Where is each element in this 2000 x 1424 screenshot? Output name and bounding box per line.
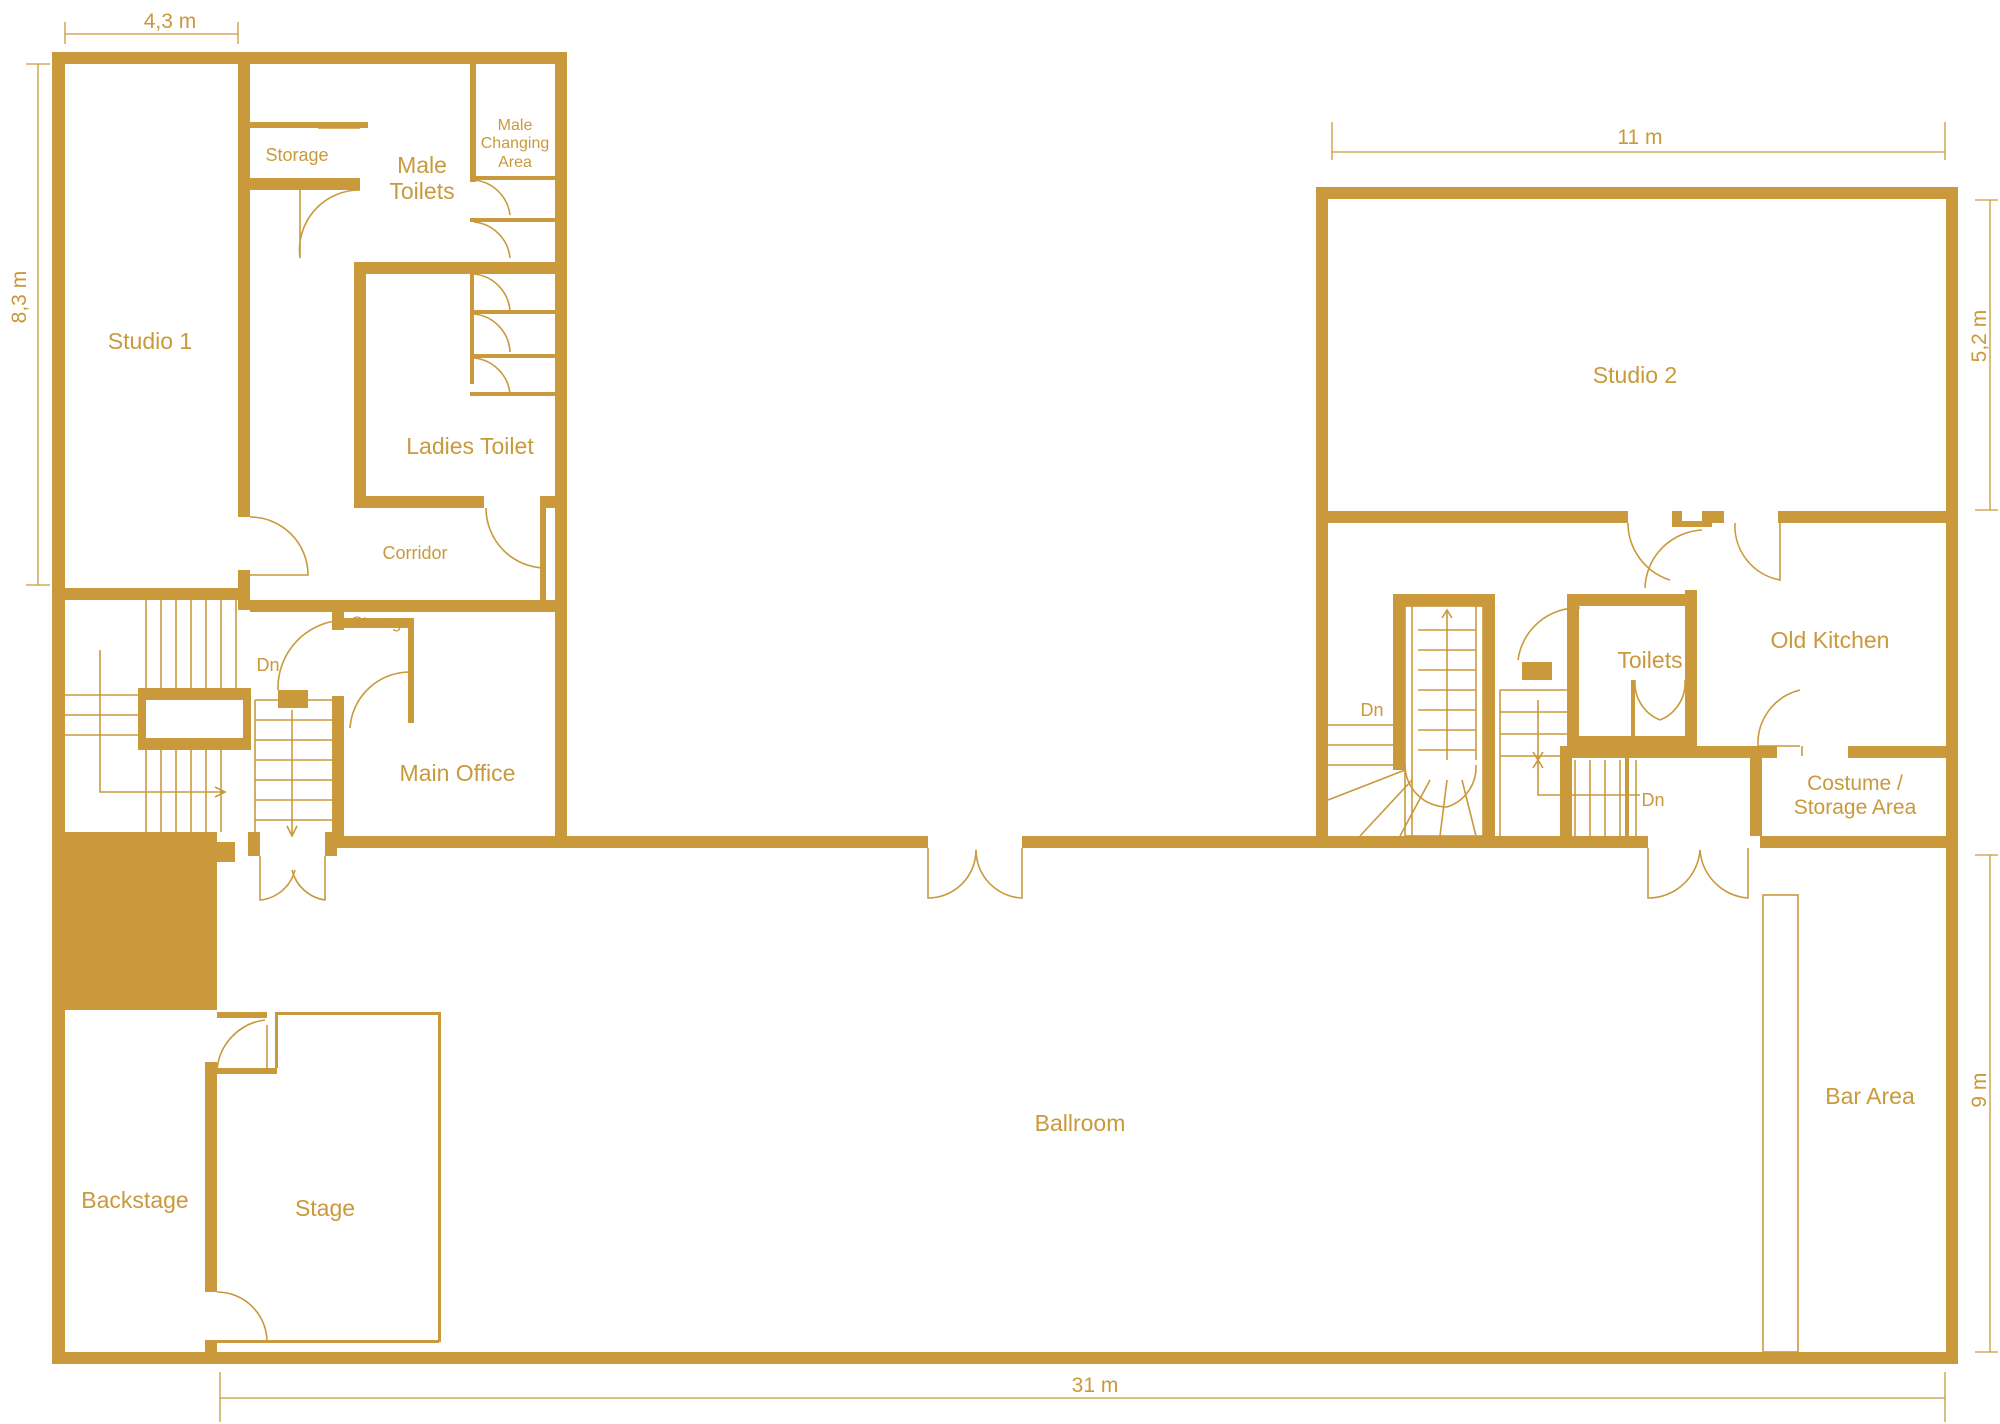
dimension-studio2-height: 5,2 m xyxy=(1967,309,1991,363)
room-storage-top: Storage xyxy=(265,145,329,165)
dimension-lines xyxy=(26,22,1998,1422)
stairs-left xyxy=(65,600,335,838)
room-male-toilets: Male Toilets xyxy=(389,152,455,205)
dimension-height-left: 8,3 m xyxy=(7,270,31,324)
room-costume-storage-area: Costume / Storage Area xyxy=(1793,772,1917,820)
room-backstage: Backstage xyxy=(81,1187,189,1213)
room-bar-area: Bar Area xyxy=(1825,1083,1915,1109)
dimension-studio2-width: 11 m xyxy=(1617,126,1663,149)
stairs-right xyxy=(1327,605,1640,837)
dimension-width-top: 4,3 m xyxy=(143,10,197,33)
room-old-kitchen: Old Kitchen xyxy=(1770,627,1890,653)
stair-down-right-b-label: Dn xyxy=(1641,790,1665,810)
room-studio-2: Studio 2 xyxy=(1592,362,1678,388)
walls xyxy=(52,52,1958,1364)
room-corridor: Corridor xyxy=(382,543,448,563)
landings xyxy=(278,662,1552,708)
dimension-total-width: 31 m xyxy=(1071,1374,1119,1397)
fixtures xyxy=(26,22,1998,1422)
dimension-bar-height: 9 m xyxy=(1967,1072,1991,1108)
room-studio-1: Studio 1 xyxy=(107,328,193,354)
stair-down-right-a-label: Dn xyxy=(1360,700,1384,720)
room-storage-office: Storage xyxy=(351,613,411,632)
room-toilets: Toilets xyxy=(1617,647,1683,673)
stair-down-left-label: Dn xyxy=(256,655,280,675)
room-main-office: Main Office xyxy=(399,760,516,786)
room-ballroom: Ballroom xyxy=(1034,1110,1126,1136)
room-ladies-toilet: Ladies Toilet xyxy=(406,433,534,459)
room-stage: Stage xyxy=(294,1195,356,1221)
room-male-changing-area: Male Changing Area xyxy=(480,117,550,171)
